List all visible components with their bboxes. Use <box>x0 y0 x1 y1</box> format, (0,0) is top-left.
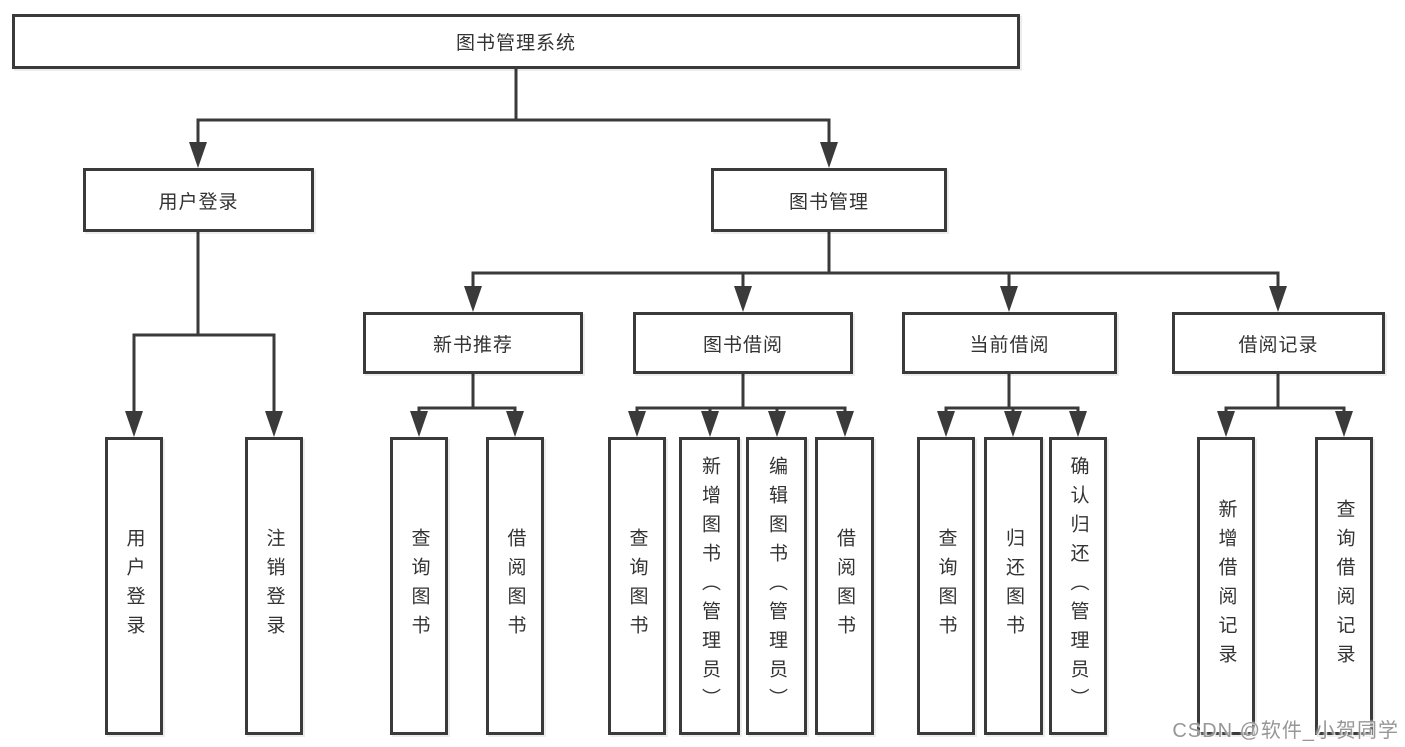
leaf-add-borrow-record: 新增借阅记录 <box>1197 437 1255 735</box>
connector-arrow <box>836 411 854 437</box>
connector-arrow <box>1217 411 1235 437</box>
node-book-borrowing: 图书借阅 <box>633 312 853 374</box>
node-label: 图书管理 <box>788 191 869 213</box>
node-label: 查询图书 <box>626 528 648 644</box>
connector-arrow <box>125 411 143 437</box>
connector-arrow <box>1335 411 1353 437</box>
node-label: 借阅图书 <box>834 528 855 644</box>
leaf-query-books-1: 查询图书 <box>390 437 448 735</box>
connector-arrow <box>1269 286 1287 312</box>
node-label: 借阅记录 <box>1238 334 1319 356</box>
node-label: 编辑图书（管理员） <box>766 455 787 717</box>
node-new-book-recommendation: 新书推荐 <box>363 312 583 374</box>
leaf-query-borrow-record: 查询借阅记录 <box>1315 437 1373 735</box>
connector-arrow <box>768 411 786 437</box>
node-label: 图书管理系统 <box>455 33 576 54</box>
node-library-management-system: 图书管理系统 <box>12 14 1020 69</box>
node-label: 确认归还（管理员） <box>1067 455 1089 717</box>
leaf-edit-books-admin: 编辑图书（管理员） <box>746 437 807 735</box>
connector-arrow <box>734 286 752 312</box>
leaf-user-login: 用户登录 <box>105 437 163 735</box>
node-label: 查询图书 <box>935 528 957 644</box>
node-current-borrowing: 当前借阅 <box>902 312 1117 374</box>
csdn-watermark: CSDN @软件_小贺同学 <box>1172 720 1399 742</box>
node-label: 新增借阅记录 <box>1215 499 1237 673</box>
connector-arrow <box>464 286 482 312</box>
connector-arrow <box>1000 286 1018 312</box>
connector-arrow <box>265 411 283 437</box>
node-user-login: 用户登录 <box>83 168 314 232</box>
leaf-borrow-books-2: 借阅图书 <box>815 437 874 735</box>
node-label: 用户登录 <box>158 191 239 213</box>
connector-arrow <box>189 142 207 168</box>
node-label: 归还图书 <box>1003 528 1024 644</box>
connector-arrow <box>820 142 838 168</box>
connector-arrow <box>1004 411 1022 437</box>
leaf-query-books-2: 查询图书 <box>608 437 666 735</box>
node-borrowing-records: 借阅记录 <box>1172 312 1385 374</box>
node-book-management: 图书管理 <box>711 168 947 232</box>
node-label: 注销登录 <box>263 528 285 644</box>
leaf-return-books: 归还图书 <box>984 437 1043 735</box>
node-label: 图书借阅 <box>702 334 783 356</box>
node-label: 查询借阅记录 <box>1333 499 1355 673</box>
connector-arrow <box>628 411 646 437</box>
leaf-add-books-admin: 新增图书（管理员） <box>679 437 740 735</box>
leaf-query-books-3: 查询图书 <box>917 437 975 735</box>
connector-arrow <box>701 411 719 437</box>
node-label: 查询图书 <box>408 528 430 644</box>
leaf-logout: 注销登录 <box>245 437 303 735</box>
node-label: 用户登录 <box>123 528 145 644</box>
node-label: 新书推荐 <box>432 334 513 356</box>
connector-arrow <box>410 411 428 437</box>
leaf-confirm-return-admin: 确认归还（管理员） <box>1049 437 1107 735</box>
connector-arrow <box>506 411 524 437</box>
connector-arrow <box>1069 411 1087 437</box>
node-label: 借阅图书 <box>504 528 526 644</box>
node-label: 当前借阅 <box>969 334 1050 356</box>
node-label: 新增图书（管理员） <box>699 455 720 717</box>
connector-arrow <box>937 411 955 437</box>
leaf-borrow-books-1: 借阅图书 <box>486 437 544 735</box>
